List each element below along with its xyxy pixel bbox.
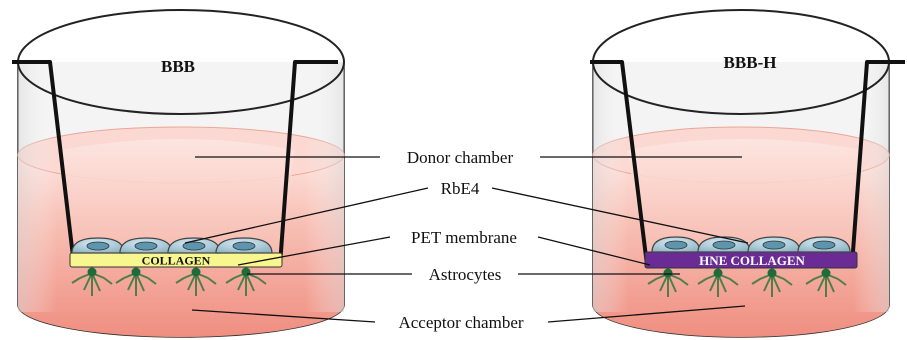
coating-label: COLLAGEN [142,254,211,268]
label-pet-membrane: PET membrane [411,228,517,247]
label-acceptor-chamber: Acceptor chamber [398,313,523,332]
well-bbb: BBB COLLAGEN [12,10,344,337]
well-title: BBB [161,57,195,76]
label-astrocytes: Astrocytes [429,265,502,284]
center-labels: Donor chamber RbE4 PET membrane Astrocyt… [398,148,523,332]
well-title: BBB-H [724,53,777,72]
label-donor-chamber: Donor chamber [407,148,514,167]
coating-label: HNE COLLAGEN [699,253,805,268]
well-bbb-h: BBB-H HNE COLLAGEN [590,10,905,337]
label-rbe4: RbE4 [441,179,480,198]
